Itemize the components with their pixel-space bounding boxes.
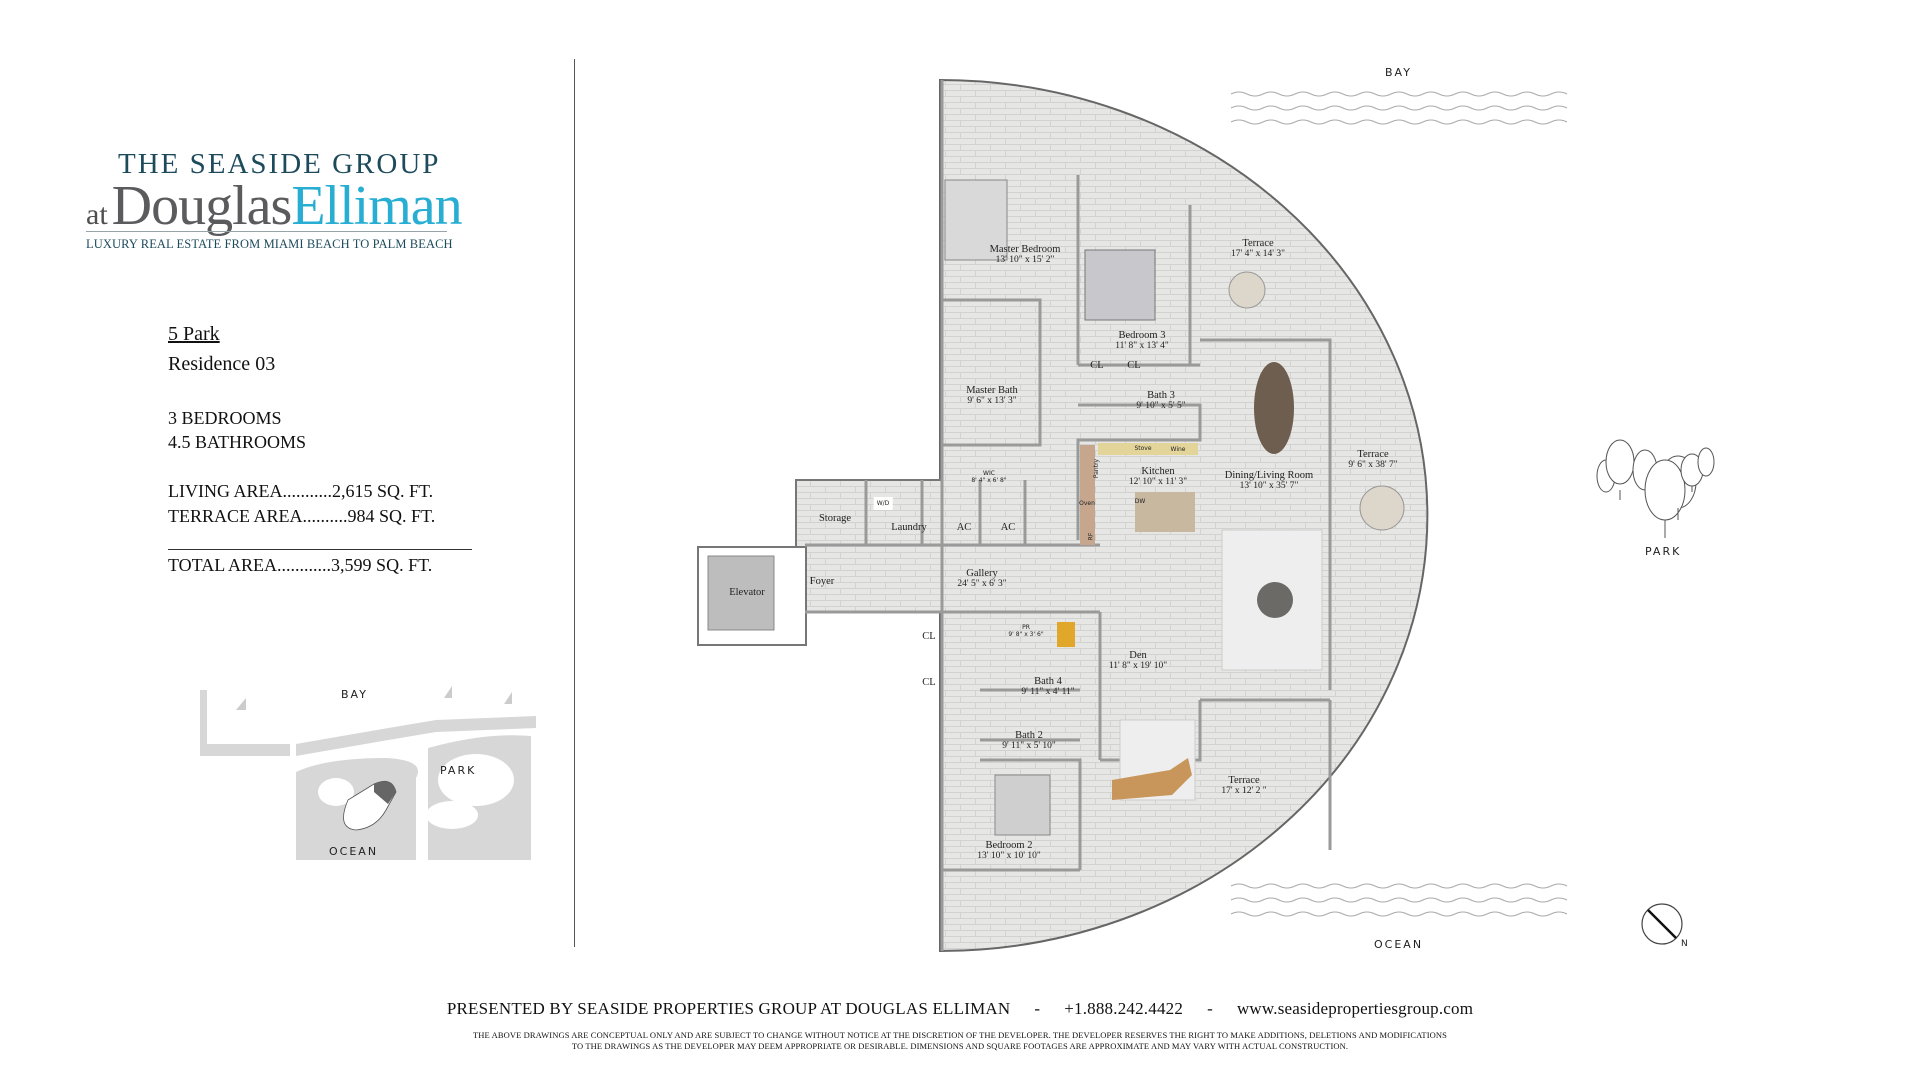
- unit-name: Residence 03: [168, 353, 276, 375]
- closet-2: CL: [922, 677, 936, 688]
- washer-dryer: W/D: [873, 497, 893, 510]
- terrace-area: TERRACE AREA..........984 SQ. FT.: [168, 506, 436, 526]
- total-area: TOTAL AREA............3,599 SQ. FT.: [168, 555, 433, 575]
- bedrooms: 3 BEDROOMS: [168, 408, 282, 428]
- elevator: [707, 555, 775, 631]
- room-foyer: Foyer: [809, 576, 835, 587]
- room-storage: Storage: [818, 513, 852, 524]
- closet-4: CL: [1127, 360, 1141, 371]
- footer-website[interactable]: www.seasidepropertiesgroup.com: [1236, 999, 1474, 1018]
- dishwasher-label: DW: [1134, 498, 1146, 505]
- master-bed: [944, 179, 1008, 261]
- stove-label: Stove: [1134, 445, 1152, 452]
- logo-line1: THE SEASIDE GROUP: [118, 148, 441, 180]
- bathrooms: 4.5 BATHROOMS: [168, 432, 307, 452]
- park-label: PARK: [1645, 545, 1682, 558]
- closet-3: CL: [1090, 360, 1104, 371]
- footer-presented: PRESENTED BY SEASIDE PROPERTIES GROUP AT…: [0, 999, 1920, 1019]
- bedroom3-bed: [1084, 249, 1156, 321]
- pantry-label: Pantry: [1093, 458, 1101, 479]
- north-compass-icon: [1641, 903, 1683, 945]
- dining-table: [1254, 362, 1294, 454]
- room-ac-2: AC: [1000, 522, 1016, 533]
- disclaimer: THE ABOVE DRAWINGS ARE CONCEPTUAL ONLY A…: [0, 1030, 1920, 1052]
- building-name: 5 Park: [168, 323, 220, 345]
- room-elevator: Elevator: [729, 587, 765, 598]
- footer-dash: -: [1034, 999, 1041, 1018]
- site-map: [196, 680, 536, 860]
- pantry-counter: [1080, 445, 1095, 545]
- logo-douglas: Douglas: [111, 175, 293, 237]
- logo-elliman: Elliman: [291, 175, 462, 237]
- terrace-table-east: [1359, 485, 1405, 531]
- living-area: LIVING AREA...........2,615 SQ. FT.: [168, 481, 434, 501]
- logo-wordmark: at DouglasElliman: [86, 175, 463, 237]
- site-map-ocean-label: OCEAN: [329, 845, 379, 858]
- wine-label: Wine: [1170, 446, 1186, 453]
- park-trees-icon: [1596, 439, 1715, 538]
- footer-phone[interactable]: +1.888.242.4422: [1064, 999, 1184, 1018]
- coffee-table: [1257, 582, 1293, 618]
- logo-rule: [86, 231, 447, 232]
- closet-1: CL: [922, 631, 936, 642]
- vertical-divider: [574, 59, 575, 947]
- bay-label: BAY: [1385, 66, 1412, 79]
- north-label: N: [1681, 939, 1690, 949]
- area-separator: [168, 549, 472, 550]
- oven-label: Oven: [1079, 500, 1095, 507]
- site-map-graphic: [200, 686, 536, 860]
- kitchen-counter: [1098, 443, 1198, 455]
- bay-waves: [1230, 91, 1568, 125]
- ocean-waves: [1230, 883, 1568, 917]
- ocean-label: OCEAN: [1374, 938, 1424, 951]
- footer-dash: -: [1207, 999, 1213, 1018]
- refrigerator-label: RF: [1087, 532, 1095, 541]
- disclaimer-line-1: THE ABOVE DRAWINGS ARE CONCEPTUAL ONLY A…: [473, 1030, 1447, 1040]
- logo-at: at: [86, 198, 108, 231]
- bedroom2-bed: [994, 774, 1051, 836]
- disclaimer-line-2: TO THE DRAWINGS AS THE DEVELOPER MAY DEE…: [571, 1041, 1349, 1051]
- site-map-bay-label: BAY: [341, 688, 368, 701]
- den-sofa: [1112, 758, 1192, 800]
- room-ac-1: AC: [956, 522, 972, 533]
- pr-vanity: [1057, 622, 1075, 647]
- room-laundry: Laundry: [891, 522, 927, 533]
- presented-by: PRESENTED BY SEASIDE PROPERTIES GROUP AT…: [446, 999, 1011, 1018]
- site-map-park-label: PARK: [440, 764, 477, 777]
- terrace-table-north: [1228, 271, 1266, 309]
- logo-tagline: LUXURY REAL ESTATE FROM MIAMI BEACH TO P…: [86, 237, 453, 251]
- kitchen-island: [1135, 492, 1195, 532]
